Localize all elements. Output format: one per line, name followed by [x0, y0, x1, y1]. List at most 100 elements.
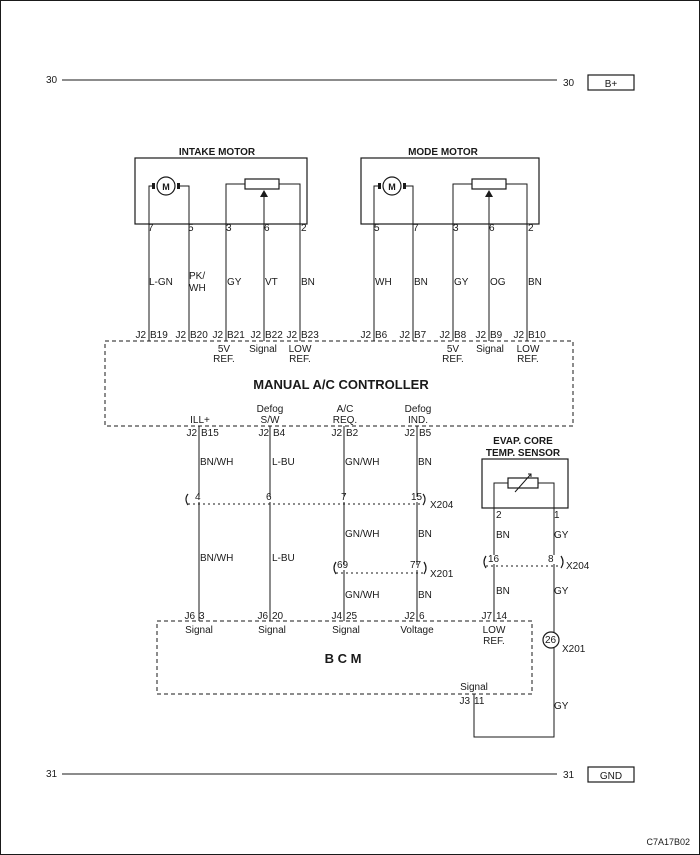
wire-color: L-BU — [272, 457, 295, 468]
intake-conn: B19 — [150, 330, 168, 341]
intake-conn: J2 — [286, 330, 297, 341]
mode-motor: MODE MOTOR M 5 7 3 6 2 WH BN GY OG BN J2… — [360, 147, 546, 341]
x204-label: X204 — [430, 500, 454, 511]
bcm-pin-label: Signal — [258, 625, 286, 636]
mode-wire-color: WH — [375, 277, 392, 288]
power-bus-tag — [587, 74, 635, 91]
mode-pin: 2 — [528, 223, 534, 234]
x204-pin: 4 — [195, 492, 201, 503]
ac-controller: 5V REF. Signal LOW REF. 5V REF. Signal L… — [104, 340, 574, 439]
intake-wire-color: VT — [265, 277, 278, 288]
mode-conn: J2 — [475, 330, 486, 341]
sensor-x204-pin: 8 — [548, 554, 554, 565]
intake-conn: J2 — [250, 330, 261, 341]
intake-wire-color: BN — [301, 277, 315, 288]
wire-color: BN — [418, 457, 432, 468]
mode-wire-color: OG — [490, 277, 506, 288]
x201-pin: 77 — [410, 560, 422, 571]
mode-motor-potentiometer — [471, 178, 507, 190]
sensor-wire-color: GY — [554, 701, 569, 712]
controller-pin-label: Defog — [257, 404, 284, 415]
intake-pin: 5 — [188, 223, 194, 234]
x204-pin: 6 — [266, 492, 272, 503]
controller-conn: J2 — [404, 428, 415, 439]
mode-pin: 7 — [413, 223, 419, 234]
ground-bus-right-number: 31 — [563, 770, 575, 781]
wire-color: GN/WH — [345, 457, 379, 468]
power-bus-right-number: 30 — [563, 78, 575, 89]
ac-controller-title: MANUAL A/C CONTROLLER — [253, 377, 429, 392]
sensor-x201-pin: 26 — [545, 635, 557, 646]
controller-pin-label: S/W — [261, 415, 280, 426]
controller-pin-label: REQ. — [333, 415, 357, 426]
mode-conn: B7 — [414, 330, 427, 341]
intake-conn: B23 — [301, 330, 319, 341]
controller-pin-label: LOW — [289, 344, 312, 355]
mode-wire-color: GY — [454, 277, 469, 288]
mode-pin: 6 — [489, 223, 495, 234]
intake-motor-m: M — [162, 182, 170, 192]
controller-pin-label: REF. — [442, 354, 464, 365]
x201-label: X201 — [430, 569, 454, 580]
intake-conn: B20 — [190, 330, 208, 341]
x201-pin: 69 — [337, 560, 349, 571]
ground-bus-tag — [587, 766, 635, 783]
power-bus-label: B+ — [605, 79, 618, 90]
intake-conn: B21 — [227, 330, 245, 341]
mode-motor-box — [360, 157, 540, 225]
x204-pin: 15 — [411, 492, 423, 503]
mode-conn: J2 — [513, 330, 524, 341]
bcm-conn: J6 — [257, 611, 268, 622]
bcm-conn: 20 — [272, 611, 284, 622]
ground-bus: 31 31 GND — [46, 766, 635, 783]
sensor-wire-color: BN — [496, 586, 510, 597]
controller-conn: J2 — [186, 428, 197, 439]
controller-pin-label: REF. — [289, 354, 311, 365]
controller-conn: J2 — [258, 428, 269, 439]
controller-conn: B2 — [346, 428, 359, 439]
controller-pin-label: REF. — [517, 354, 539, 365]
bcm-pin-label: Signal — [185, 625, 213, 636]
controller-pin-label: Defog — [405, 404, 432, 415]
bcm-conn: 25 — [346, 611, 358, 622]
evap-sensor-title-line2: TEMP. SENSOR — [486, 448, 561, 459]
controller-pin-label: 5V — [447, 344, 460, 355]
intake-motor-title: INTAKE MOTOR — [179, 147, 256, 158]
bcm-conn: J3 — [459, 696, 470, 707]
controller-pin-label: ILL+ — [190, 415, 210, 426]
controller-conn: B4 — [273, 428, 286, 439]
intake-conn: J2 — [135, 330, 146, 341]
intake-pin: 3 — [226, 223, 232, 234]
intake-motor-box — [134, 157, 308, 225]
controller-bcm-wires: BN/WH L-BU GN/WH BN 4 6 7 15 X204 BN/WH … — [185, 426, 454, 621]
intake-conn: J2 — [212, 330, 223, 341]
bcm-conn: 14 — [496, 611, 508, 622]
intake-pin: 2 — [301, 223, 307, 234]
mode-conn: B8 — [454, 330, 467, 341]
intake-wire-color: PK/ — [189, 271, 205, 282]
controller-conn: B5 — [419, 428, 432, 439]
mode-conn: B9 — [490, 330, 503, 341]
wire-color: BN/WH — [200, 457, 233, 468]
intake-wire-color: WH — [189, 283, 206, 294]
bcm-conn: 3 — [199, 611, 205, 622]
bcm: J6 3 J6 20 J4 25 J2 6 J7 14 Signal Signa… — [156, 611, 533, 707]
sensor-x204-pin: 16 — [488, 554, 500, 565]
controller-conn: B15 — [201, 428, 219, 439]
wire-color: BN — [418, 529, 432, 540]
bcm-conn: J7 — [481, 611, 492, 622]
mode-motor-m: M — [388, 182, 396, 192]
sensor-pin: 1 — [554, 510, 560, 521]
x204-pin: 7 — [341, 492, 347, 503]
evap-sensor: EVAP. CORE TEMP. SENSOR 2 1 BN GY 16 8 X… — [473, 436, 590, 738]
controller-pin-label: IND. — [408, 415, 428, 426]
evap-sensor-title-line1: EVAP. CORE — [493, 436, 553, 447]
sensor-x204-label: X204 — [566, 561, 590, 572]
intake-pin: 7 — [148, 223, 154, 234]
sensor-x201-label: X201 — [562, 644, 586, 655]
bcm-conn: J2 — [404, 611, 415, 622]
sensor-wire-color: BN — [496, 530, 510, 541]
power-bus: 30 30 B+ — [46, 74, 635, 91]
mode-conn: B10 — [528, 330, 546, 341]
